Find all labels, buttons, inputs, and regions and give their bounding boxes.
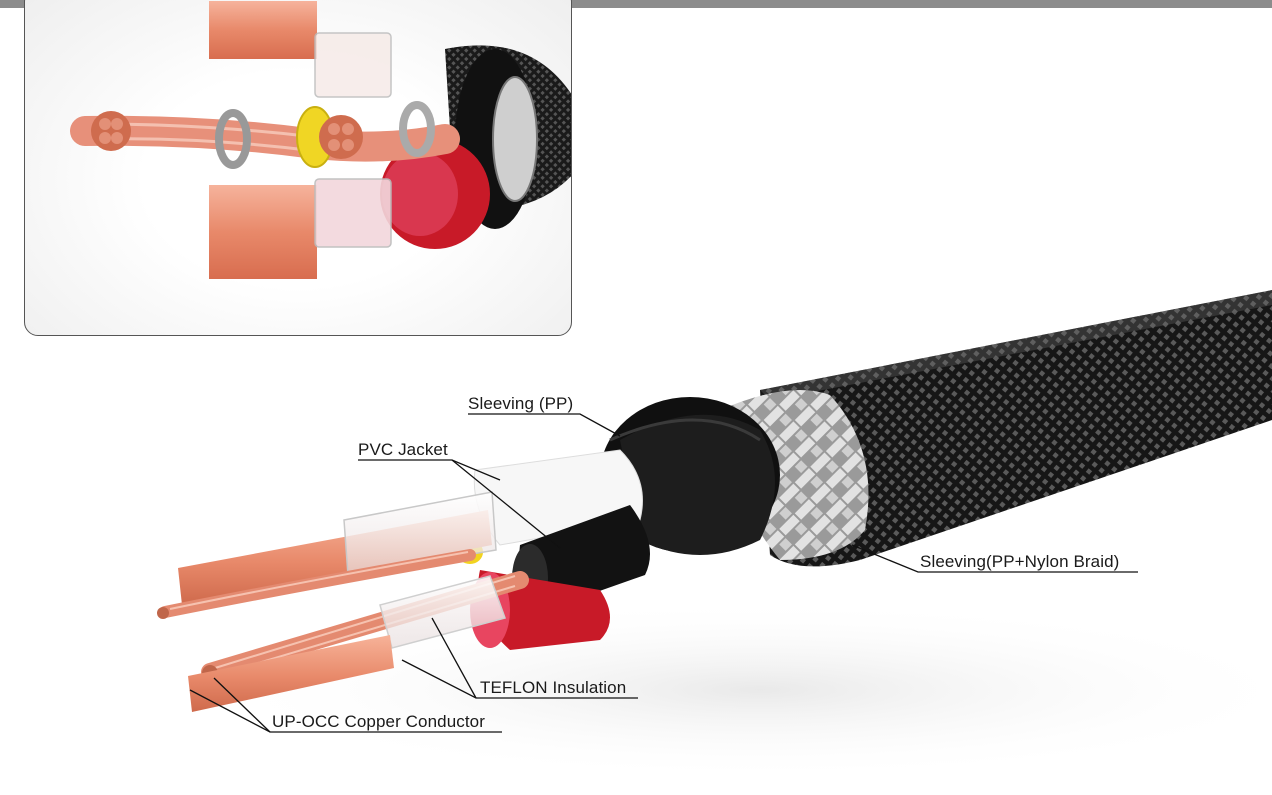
cable-inset-detail-illustration: [70, 1, 571, 279]
braid-highlight: [760, 290, 1272, 400]
sleeve-texture: [609, 418, 761, 442]
leader-conductor-2: [213, 677, 271, 733]
leader-sleeving-braid: [851, 544, 1138, 573]
copper-ribbon-bottom: [188, 635, 394, 712]
inset-clear-ring-right: [399, 101, 435, 157]
teflon-tube-bottom: [379, 575, 506, 649]
wire-end-top: [157, 607, 169, 619]
label-sleeving-braid: Sleeving(PP+Nylon Braid): [920, 552, 1120, 571]
leader-pvc-jacket-2: [451, 459, 561, 549]
inset-copper-strip-bottom: [209, 185, 317, 279]
inset-foil-shield: [492, 76, 538, 202]
inset-copper-strip-top: [209, 1, 317, 59]
leader-sleeving-pp: [468, 413, 621, 437]
inset-clear-ring-left: [215, 109, 251, 169]
floor-shadow: [200, 600, 1272, 780]
label-pvc-jacket: PVC Jacket: [358, 440, 448, 459]
twisted-wire-top: [159, 549, 476, 618]
label-copper-conductor: UP-OCC Copper Conductor: [272, 712, 485, 731]
inset-teflon-bottom: [314, 178, 392, 248]
label-sleeving-pp: Sleeving (PP): [468, 394, 574, 413]
black-pp-sleeve-inner: [620, 414, 775, 555]
top-bar: [0, 0, 1272, 8]
label-teflon-insulation: TEFLON Insulation: [480, 678, 627, 697]
inset-teflon-top: [314, 32, 392, 98]
inset-red-highlight: [382, 152, 458, 236]
leader-lines: [189, 413, 1138, 733]
inset-detail-panel: [24, 0, 572, 336]
outer-nylon-braid: [760, 290, 1272, 567]
twisted-wire-top-highlight: [169, 551, 469, 610]
leader-teflon-2: [431, 617, 477, 699]
